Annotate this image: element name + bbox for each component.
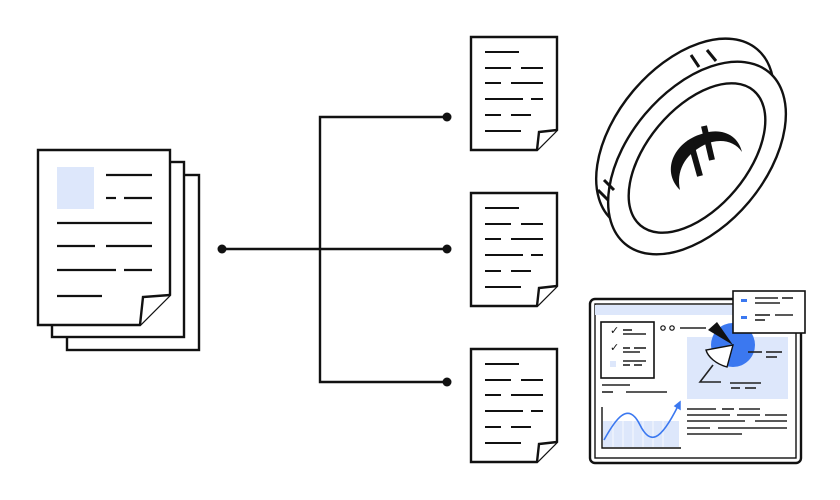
document-icon (469, 191, 559, 308)
document-stack-icon (36, 148, 201, 352)
currency-coin-icon (594, 37, 788, 256)
document-icon (469, 35, 559, 152)
svg-text:✓: ✓ (610, 324, 619, 337)
document-icon (469, 347, 559, 464)
svg-text:✓: ✓ (610, 341, 619, 354)
analytics-dashboard-icon: ✓ ✓ (588, 290, 806, 465)
connector-lines (217, 112, 452, 387)
currency-symbol-icon (670, 125, 742, 190)
